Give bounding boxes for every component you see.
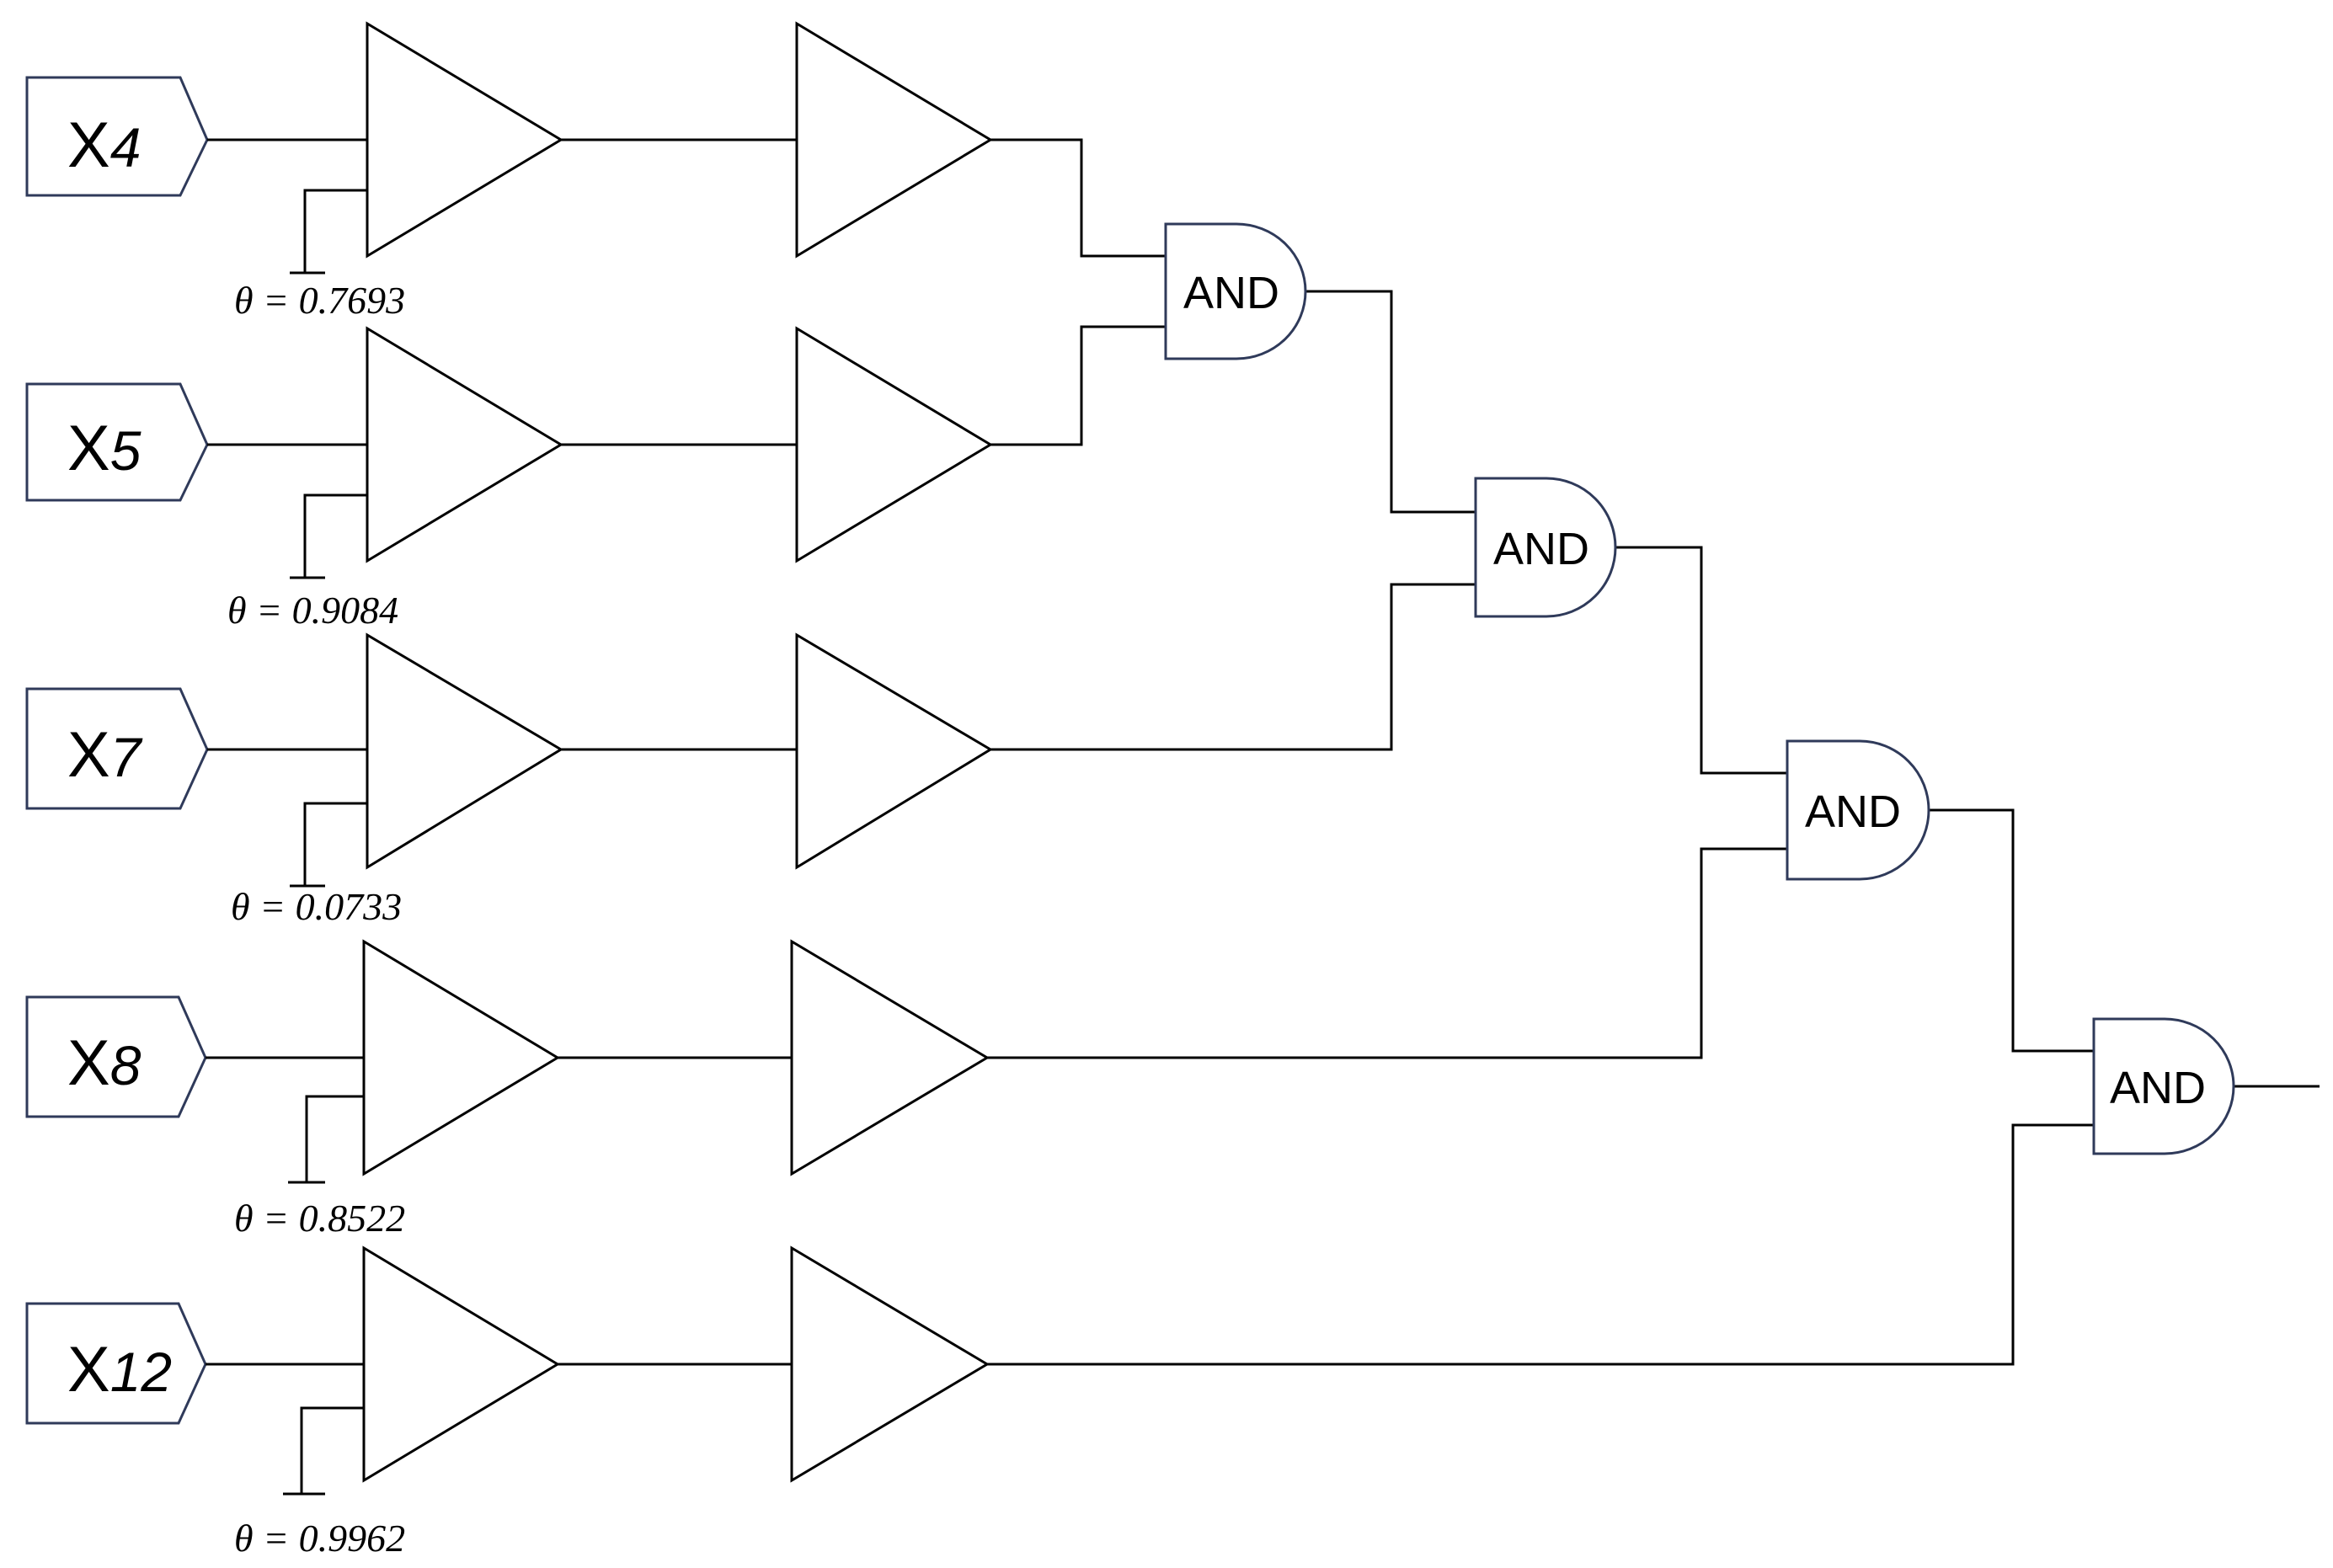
input-row-x5: X5 θ = 0.9084 bbox=[25, 326, 993, 632]
input-port-label-x8: X8 bbox=[67, 1027, 141, 1099]
comparator-triangle-x12 bbox=[362, 1245, 560, 1483]
and-gate-3-label: AND bbox=[1805, 787, 1901, 837]
input-port-x5 bbox=[25, 382, 209, 502]
input-port-label-x4: X4 bbox=[67, 109, 141, 181]
threshold-label-x7: θ = 0.0733 bbox=[231, 885, 402, 928]
buffer-triangle-x8 bbox=[790, 939, 990, 1176]
wire-and-gate-1-to-and-gate-2 bbox=[1305, 290, 1476, 514]
input-port-x8 bbox=[25, 995, 207, 1118]
threshold-stub-x4 bbox=[303, 189, 367, 273]
wire-and-gate-2-to-and-gate-3 bbox=[1615, 546, 1787, 775]
input-row-x12: X12 θ = 0.9962 bbox=[25, 1245, 990, 1560]
comparator-triangle-x7 bbox=[366, 632, 563, 870]
threshold-label-x8: θ = 0.8522 bbox=[234, 1197, 405, 1240]
input-row-x4: X4 θ = 0.7693 bbox=[25, 21, 993, 322]
input-row-x8: X8 θ = 0.8522 bbox=[25, 939, 990, 1240]
threshold-label-x12: θ = 0.9962 bbox=[234, 1517, 405, 1560]
wire-x8-to-and-gate-3 bbox=[987, 847, 1787, 1059]
and-gate-4-label: AND bbox=[2110, 1063, 2206, 1113]
wire-x12-to-and-gate-4 bbox=[987, 1123, 2094, 1366]
threshold-stub-x5 bbox=[303, 493, 367, 578]
threshold-stub-x12 bbox=[300, 1406, 371, 1494]
and-gate-1: AND bbox=[1164, 222, 1307, 360]
input-row-x7: X7 θ = 0.0733 bbox=[25, 632, 993, 928]
input-port-label-x7: X7 bbox=[67, 719, 143, 791]
and-gate-2: AND bbox=[1474, 477, 1617, 618]
threshold-stub-x7 bbox=[303, 802, 367, 886]
and-gate-4: AND bbox=[2092, 1017, 2235, 1155]
threshold-stub-x8 bbox=[305, 1095, 371, 1182]
wire-x4-to-and-gate-1 bbox=[990, 138, 1166, 258]
wire-and-gate-3-to-and-gate-4 bbox=[1929, 808, 2094, 1053]
buffer-triangle-x4 bbox=[795, 21, 993, 259]
buffer-triangle-x7 bbox=[795, 632, 993, 870]
threshold-label-x4: θ = 0.7693 bbox=[234, 279, 405, 322]
input-port-label-x12: X12 bbox=[67, 1334, 172, 1405]
buffer-triangle-x5 bbox=[795, 326, 993, 563]
comparator-triangle-x5 bbox=[366, 326, 563, 563]
buffer-triangle-x12 bbox=[790, 1245, 990, 1483]
wire-x5-to-and-gate-1 bbox=[990, 325, 1166, 446]
and-gate-1-label: AND bbox=[1183, 268, 1279, 318]
input-port-label-x5: X5 bbox=[67, 413, 141, 484]
comparator-triangle-x8 bbox=[362, 939, 560, 1176]
input-port-x12 bbox=[25, 1302, 207, 1425]
comparator-triangle-x4 bbox=[366, 21, 563, 259]
and-gate-2-label: AND bbox=[1493, 524, 1589, 574]
and-gate-3: AND bbox=[1786, 739, 1930, 881]
input-port-x7 bbox=[25, 687, 209, 810]
input-port-x4 bbox=[25, 76, 209, 197]
wire-x7-to-and-gate-2 bbox=[990, 583, 1476, 751]
threshold-label-x5: θ = 0.9084 bbox=[227, 589, 398, 632]
